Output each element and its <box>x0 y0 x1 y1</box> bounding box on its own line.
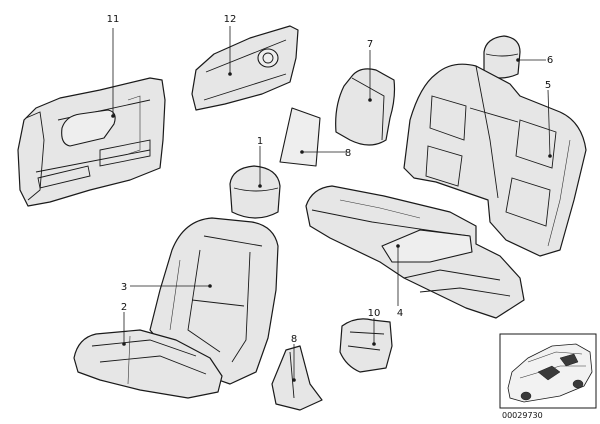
leader-dots <box>111 58 552 382</box>
callout-3: 3 <box>121 282 127 293</box>
callout-2: 2 <box>121 302 127 313</box>
front-headrest <box>229 165 281 219</box>
rear-backrest <box>403 63 587 257</box>
flat-pad <box>279 107 321 167</box>
leader-lines <box>112 26 551 380</box>
callout-10: 10 <box>368 308 381 319</box>
bolster-cushion <box>335 68 396 146</box>
rear-headrest <box>483 35 521 79</box>
callout-8-upper: 8 <box>345 148 351 159</box>
callout-11: 11 <box>107 14 120 25</box>
front-seat-cushion <box>73 329 223 399</box>
contoured-cover <box>339 318 393 373</box>
callout-8-lower: 8 <box>291 334 297 345</box>
callout-1: 1 <box>257 136 263 147</box>
callout-12: 12 <box>224 14 237 25</box>
rear-seat-cushion <box>305 185 525 319</box>
car-location-inset <box>499 333 597 409</box>
side-trim-panel <box>191 25 299 111</box>
callout-4: 4 <box>397 308 403 319</box>
callout-5: 5 <box>545 80 551 91</box>
small-cover <box>271 345 323 411</box>
callout-7: 7 <box>367 39 373 50</box>
door-trim-panel <box>17 77 166 207</box>
reference-number: 00029730 <box>502 411 543 420</box>
callout-6-upper: 6 <box>547 55 553 66</box>
